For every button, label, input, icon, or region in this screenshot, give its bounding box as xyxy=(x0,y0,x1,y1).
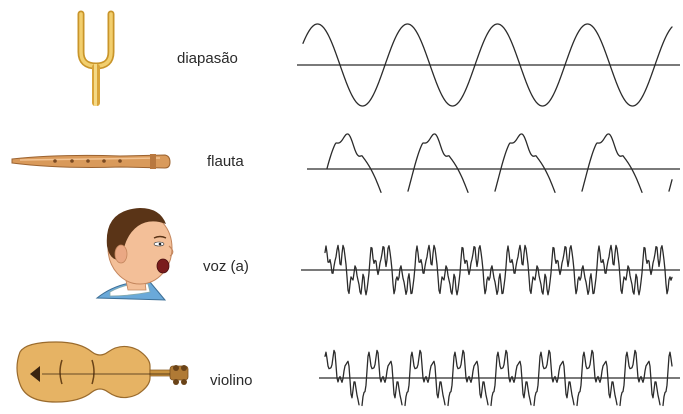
waveform-violino xyxy=(324,349,673,407)
label-diapasao: diapasão xyxy=(177,50,238,67)
label-voz: voz (a) xyxy=(203,258,249,275)
label-flauta: flauta xyxy=(207,153,244,170)
label-violino: violino xyxy=(210,372,253,389)
waveform-flauta xyxy=(326,133,673,193)
violin-icon xyxy=(16,341,189,403)
flute-icon xyxy=(11,154,171,169)
tuning-fork-icon xyxy=(77,10,115,106)
waveform-diapasao xyxy=(302,23,673,107)
waveform-voz xyxy=(324,244,673,296)
human-head-singing-icon xyxy=(95,208,174,301)
